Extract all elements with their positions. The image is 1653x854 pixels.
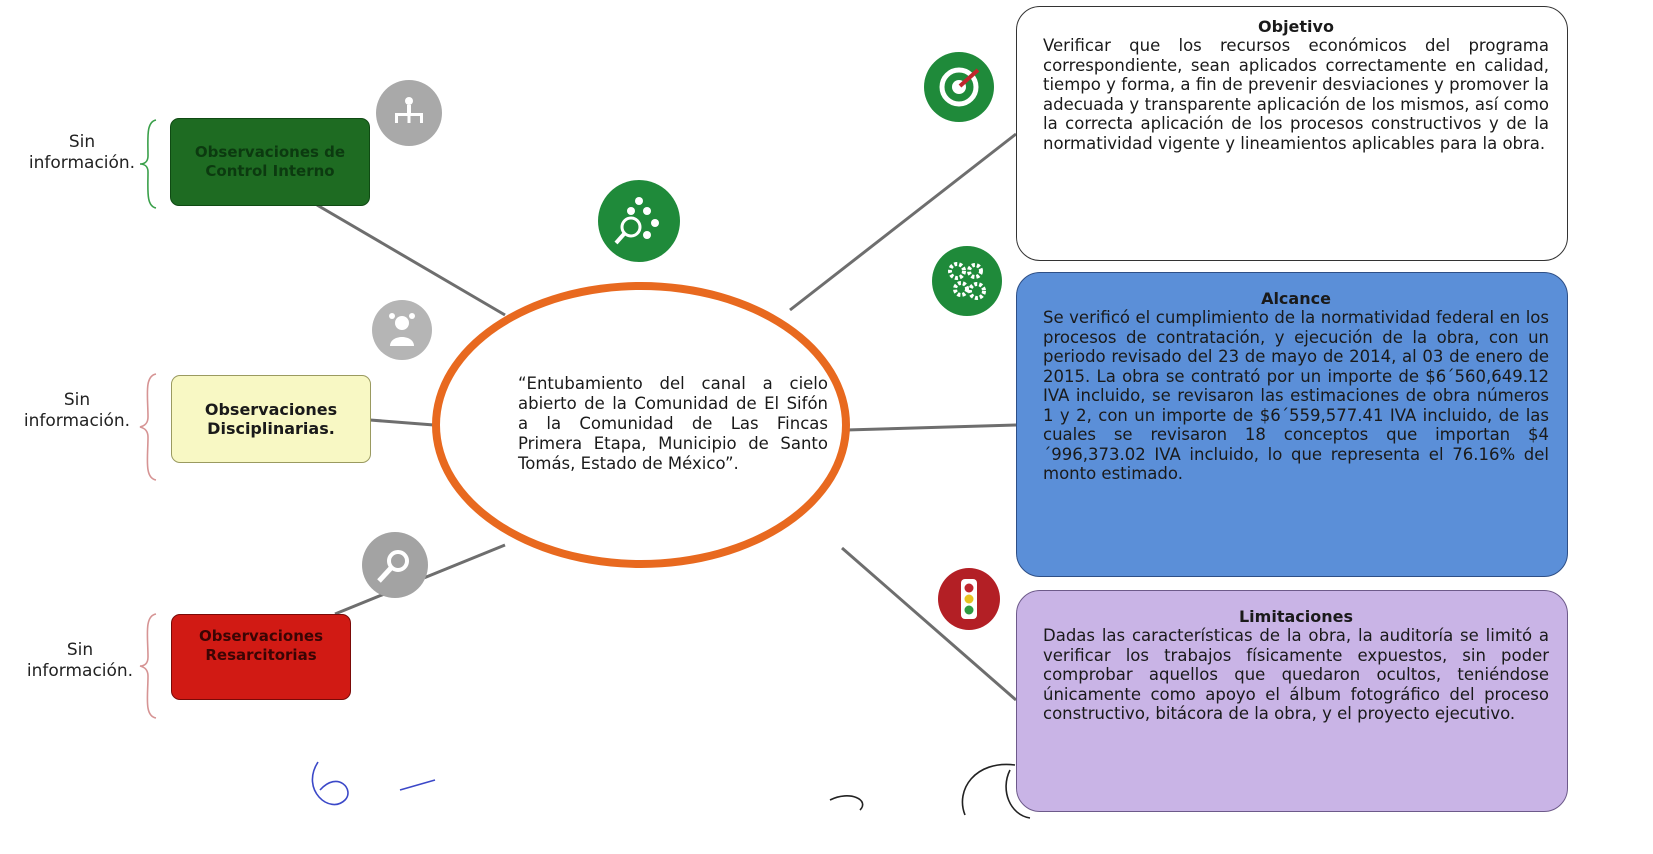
- objetivo-title: Objetivo: [1258, 17, 1334, 36]
- connector-line: [789, 132, 1017, 312]
- observaciones-control-interno-box: Observaciones de Control Interno: [170, 118, 370, 206]
- target-icon: [924, 52, 994, 122]
- objetivo-body: Verificar que los recursos económicos de…: [1043, 36, 1549, 153]
- limitaciones-box: Limitaciones Dadas las características d…: [1016, 590, 1568, 812]
- alcance-box: Alcance Se verificó el cumplimiento de l…: [1016, 272, 1568, 577]
- limitaciones-title: Limitaciones: [1238, 607, 1353, 626]
- sin-info-label: Sin información.: [23, 390, 131, 431]
- curly-brace: [139, 373, 157, 481]
- connector-line: [841, 546, 1017, 702]
- connector-line: [316, 203, 506, 317]
- curly-brace: [139, 613, 157, 719]
- alcance-title: Alcance: [1261, 289, 1331, 308]
- gears-icon: [932, 246, 1002, 316]
- project-ellipse: [432, 282, 850, 568]
- connector-line: [845, 423, 1017, 432]
- objetivo-box: Objetivo Verificar que los recursos econ…: [1016, 6, 1568, 261]
- traffic-light-icon: [938, 568, 1000, 630]
- signature-stroke: [311, 761, 349, 806]
- connector-line: [369, 418, 435, 427]
- person-icon: [372, 300, 432, 360]
- sin-info-label: Sin información.: [28, 132, 136, 173]
- curly-brace: [139, 119, 157, 209]
- observaciones-disciplinarias-box: Observaciones Disciplinarias.: [171, 375, 371, 463]
- observaciones-resarcitorias-box: Observaciones Resarcitorias: [171, 614, 351, 700]
- signature-stroke: [961, 763, 1031, 819]
- signature-stroke: [399, 779, 436, 791]
- sin-info-label: Sin información.: [26, 640, 134, 681]
- org-chart-icon: [376, 80, 442, 146]
- project-description: “Entubamiento del canal a cielo abierto …: [518, 374, 828, 473]
- team-search-icon: [598, 180, 680, 262]
- signature-stroke: [829, 795, 864, 811]
- limitaciones-body: Dadas las características de la obra, la…: [1043, 626, 1549, 723]
- magnifier-icon: [362, 532, 428, 598]
- alcance-body: Se verificó el cumplimiento de la normat…: [1043, 308, 1549, 483]
